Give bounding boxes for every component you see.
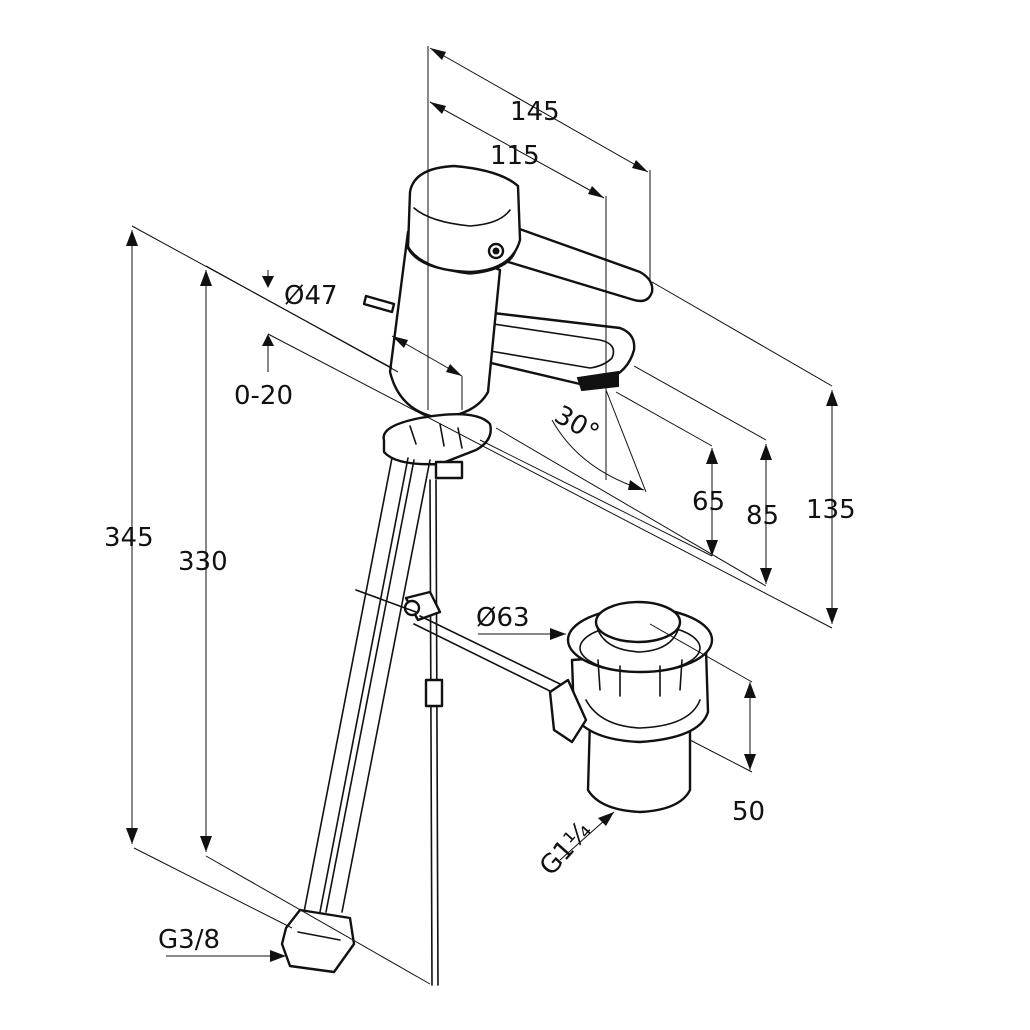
dim-label-50: 50 bbox=[732, 797, 765, 827]
supply-hoses bbox=[280, 457, 431, 974]
dim-label-65: 65 bbox=[692, 487, 725, 517]
dim-label-waste-thread: G1¼ bbox=[534, 816, 598, 882]
dim-label-waste-diameter: Ø63 bbox=[476, 603, 530, 633]
dim-label-345: 345 bbox=[104, 523, 154, 553]
dimension-lines bbox=[126, 46, 838, 985]
dim-label-spout-angle: 30° bbox=[549, 400, 604, 449]
pop-up-rod bbox=[355, 479, 561, 986]
waste-fitting bbox=[548, 600, 714, 814]
dim-label-85: 85 bbox=[746, 501, 779, 531]
dim-label-330: 330 bbox=[178, 547, 228, 577]
faucet-body bbox=[362, 164, 654, 480]
dim-label-body-diameter: Ø47 bbox=[284, 281, 338, 311]
dim-label-135: 135 bbox=[806, 495, 856, 525]
dim-label-115: 115 bbox=[490, 141, 540, 171]
dim-label-supply-thread: G3/8 bbox=[158, 925, 220, 955]
dim-label-145: 145 bbox=[510, 97, 560, 127]
dim-label-deck-thickness: 0-20 bbox=[234, 381, 293, 411]
